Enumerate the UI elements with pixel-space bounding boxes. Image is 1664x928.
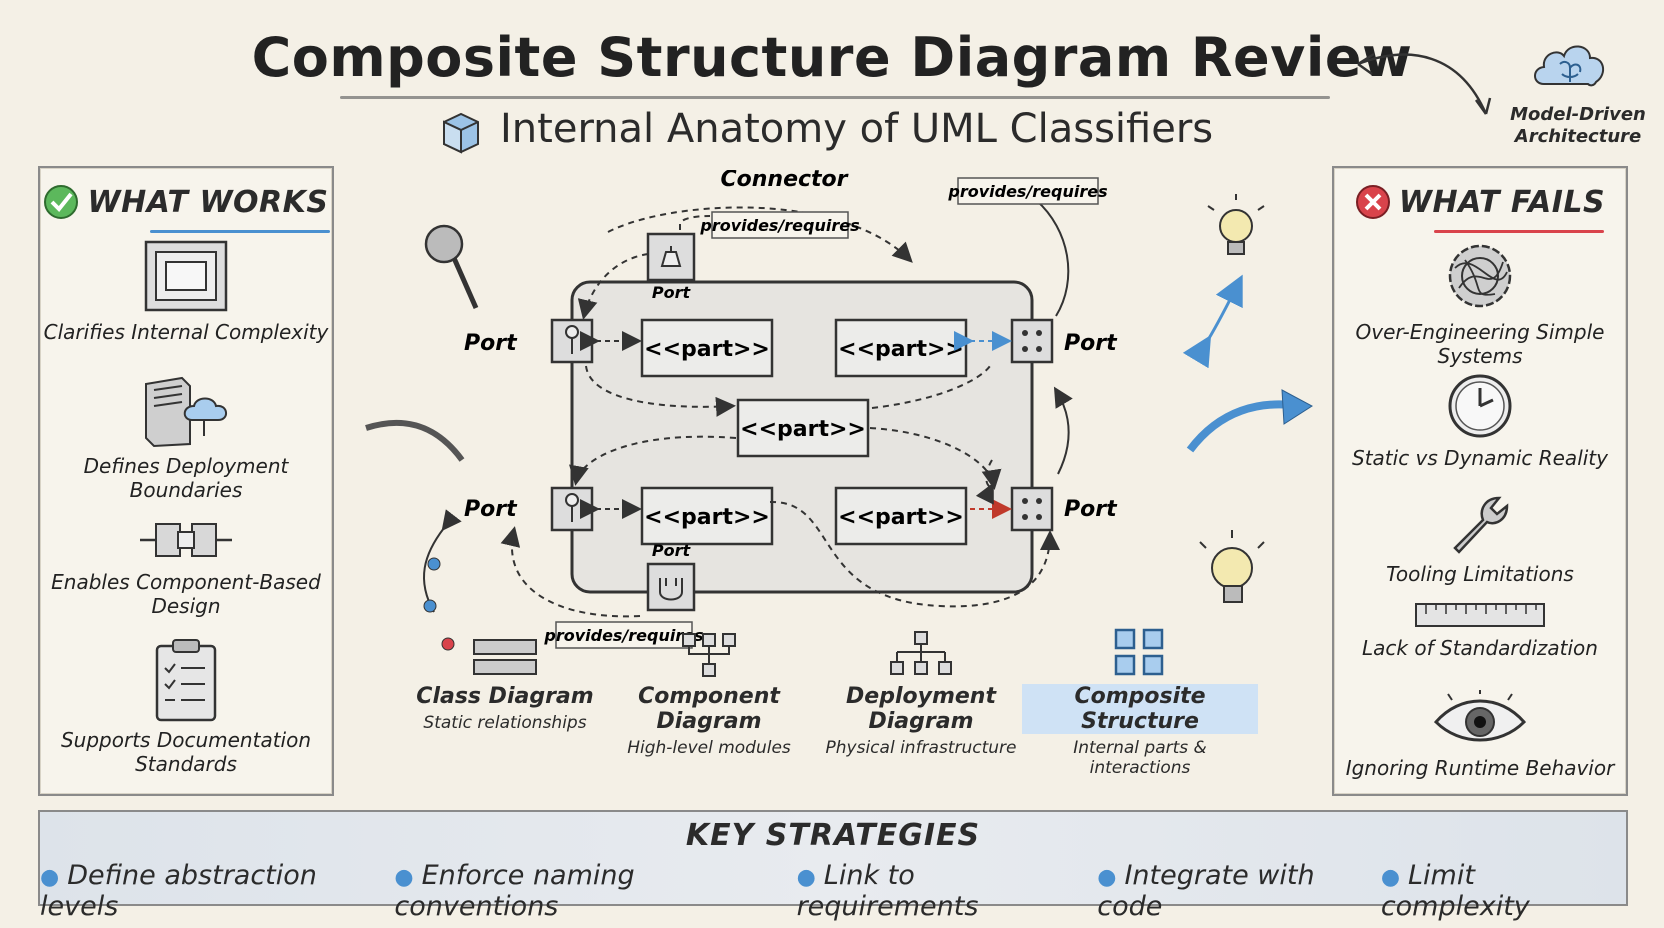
fails-item-standardization: Lack of Standardization [1334, 600, 1626, 660]
connector-right [1035, 199, 1070, 317]
port-left-top [550, 318, 594, 364]
port-left-bottom [550, 486, 594, 532]
fails-item-static-dynamic: Static vs Dynamic Reality [1334, 372, 1626, 470]
what-works-panel: WHAT WORKS Clarifies Internal Complexity… [38, 166, 334, 796]
framed-box-icon [144, 240, 228, 312]
provides-requires-label: provides/requires [947, 182, 1107, 201]
provides-requires-tag [957, 177, 1099, 205]
key-strategies-banner: KEY STRATEGIES ●Define abstraction level… [38, 810, 1628, 922]
works-item-documentation: Supports Documentation Standards [40, 638, 332, 776]
key-strategies-heading: KEY STRATEGIES [685, 818, 981, 853]
clock-icon [1448, 374, 1512, 438]
brain-cloud-icon [1530, 34, 1610, 104]
lightbulb-icon [1207, 194, 1265, 255]
what-works-label: WHAT WORKS [87, 184, 329, 220]
strategy-item: ●Integrate with code [1097, 860, 1315, 922]
blue-double-arrow [1182, 274, 1243, 369]
component-connector-icon [140, 523, 232, 557]
title-underline [340, 96, 1330, 99]
magnifier-icon [424, 224, 479, 310]
eye-icon [1433, 690, 1527, 742]
fails-item-tooling: Tooling Limitations [1334, 492, 1626, 586]
part-label: <<part>> [740, 417, 866, 442]
strategy-item: ●Enforce naming conventions [394, 860, 635, 922]
clipboard-checklist-icon [155, 639, 217, 722]
class-diagram-icon [473, 639, 537, 675]
what-fails-panel: WHAT FAILS Over-Engineering Simple Syste… [1332, 166, 1628, 796]
diagram-type-deployment: Deployment Diagram Physical infrastructu… [816, 631, 1026, 758]
port-label: Port [464, 497, 518, 522]
port-right-top [1010, 318, 1054, 364]
what-fails-label: WHAT FAILS [1398, 184, 1606, 220]
mda-arrow [1357, 52, 1492, 115]
page-subtitle: Internal Anatomy of UML Classifiers [500, 106, 1214, 152]
port-label: Port [464, 331, 518, 356]
works-item-component: Enables Component-Based Design [40, 516, 332, 618]
composite-structure-icon [1114, 628, 1164, 676]
connector-label: Connector [720, 170, 848, 192]
bead-path [422, 509, 462, 651]
left-swoosh [365, 419, 465, 462]
part-box-bottom-left [640, 486, 774, 546]
part-label: <<part>> [644, 337, 770, 362]
server-cloud-icon [145, 376, 227, 448]
fails-item-runtime: Ignoring Runtime Behavior [1334, 690, 1626, 780]
cube-icon [438, 110, 484, 160]
lightbulb-icon [1199, 530, 1265, 603]
diagram-type-class: Class Diagram Static relationships [400, 639, 610, 733]
port-top [646, 232, 696, 282]
cross-icon [1355, 185, 1390, 219]
what-works-heading: WHAT WORKS [40, 184, 332, 233]
deployment-diagram-icon [890, 631, 952, 675]
provides-requires-tag [555, 621, 693, 649]
fails-item-overengineering: Over-Engineering Simple Systems [1334, 238, 1626, 368]
provides-requires-label: provides/requires [543, 626, 703, 645]
check-icon [44, 185, 79, 219]
part-box-center [736, 398, 870, 458]
key-strategies-list: ●Define abstraction levels ●Enforce nami… [40, 860, 1626, 922]
strategy-item: ●Link to requirements [796, 860, 979, 922]
what-fails-heading: WHAT FAILS [1334, 184, 1626, 233]
works-item-deployment: Defines Deployment Boundaries [40, 376, 332, 502]
provides-requires-label: provides/requires [699, 216, 859, 235]
right-swoosh-arrowhead [1281, 389, 1313, 425]
port-right-bottom [1010, 486, 1054, 532]
part-label: <<part>> [838, 337, 964, 362]
part-label: <<part>> [644, 505, 770, 530]
ruler-icon [1415, 603, 1545, 627]
diagram-type-composite: Composite Structure Internal parts & int… [1022, 628, 1258, 778]
composite-structure-diagram: <<part>> <<part>> <<part>> <<part>> <<pa… [365, 170, 1313, 651]
port-label: Port [652, 283, 692, 302]
diagram-type-component: Component Diagram High-level modules [604, 633, 814, 758]
provides-requires-tag [711, 211, 849, 239]
wrench-icon [1453, 496, 1509, 554]
part-label: <<part>> [838, 505, 964, 530]
tangled-gears-icon [1448, 244, 1512, 308]
connector-right [1053, 386, 1073, 475]
page-title: Composite Structure Diagram Review [251, 26, 1413, 89]
works-item-clarifies: Clarifies Internal Complexity [40, 238, 332, 344]
port-bottom [646, 562, 696, 612]
port-label: Port [1064, 497, 1118, 522]
strategy-item: ●Define abstraction levels [40, 860, 317, 922]
port-label: Port [1064, 331, 1118, 356]
mda-label: Model-Driven Architecture [1510, 104, 1646, 147]
part-box-bottom-right [834, 486, 968, 546]
dashed-connectors [500, 206, 1060, 618]
strategy-item: ●Limit complexity [1380, 860, 1530, 922]
port-label: Port [652, 541, 692, 560]
component-diagram-icon [682, 633, 736, 677]
part-box-top-left [640, 318, 774, 378]
